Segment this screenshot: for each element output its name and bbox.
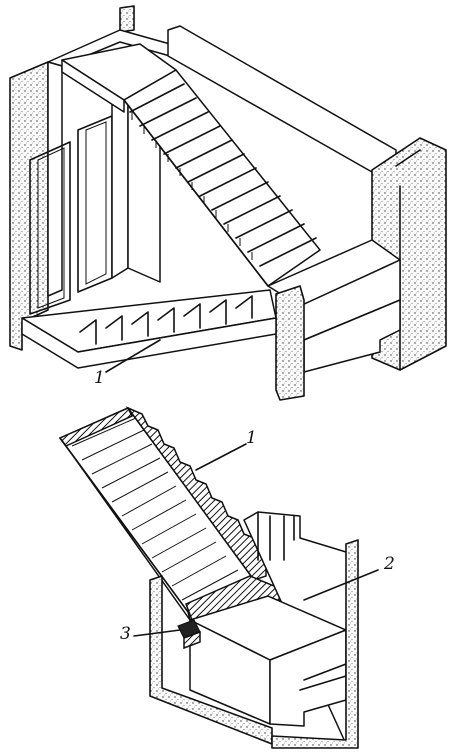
callout-label-lower-2: 2: [384, 554, 395, 574]
upper-door-right: [77, 115, 113, 293]
upper-door-left: [29, 141, 71, 315]
upper-landing-front: [61, 59, 125, 113]
lower-flight-ribs: [71, 417, 239, 601]
upper-top-column: [119, 5, 135, 33]
lower-callout-3-leader: [133, 629, 181, 637]
callout-label-upper-1: 1: [94, 368, 105, 388]
upper-partition: [111, 95, 129, 279]
upper-right-flight: [123, 69, 321, 287]
lower-outer-wall-left: [149, 575, 273, 745]
lower-callout-2-leader: [303, 569, 379, 601]
callout-label-lower-3: 3: [120, 624, 131, 644]
lower-callout-1-leader: [195, 443, 247, 471]
upper-callout-1-leader: [105, 339, 161, 373]
lower-staircase: [58, 406, 379, 749]
upper-staircase: [9, 5, 447, 401]
callout-label-lower-1: 1: [246, 428, 257, 448]
lower-outer-wall-right: [271, 539, 359, 749]
upper-back-wall: [47, 61, 63, 297]
upper-front-pillar: [275, 285, 305, 401]
upper-lower-flight: [21, 289, 277, 369]
